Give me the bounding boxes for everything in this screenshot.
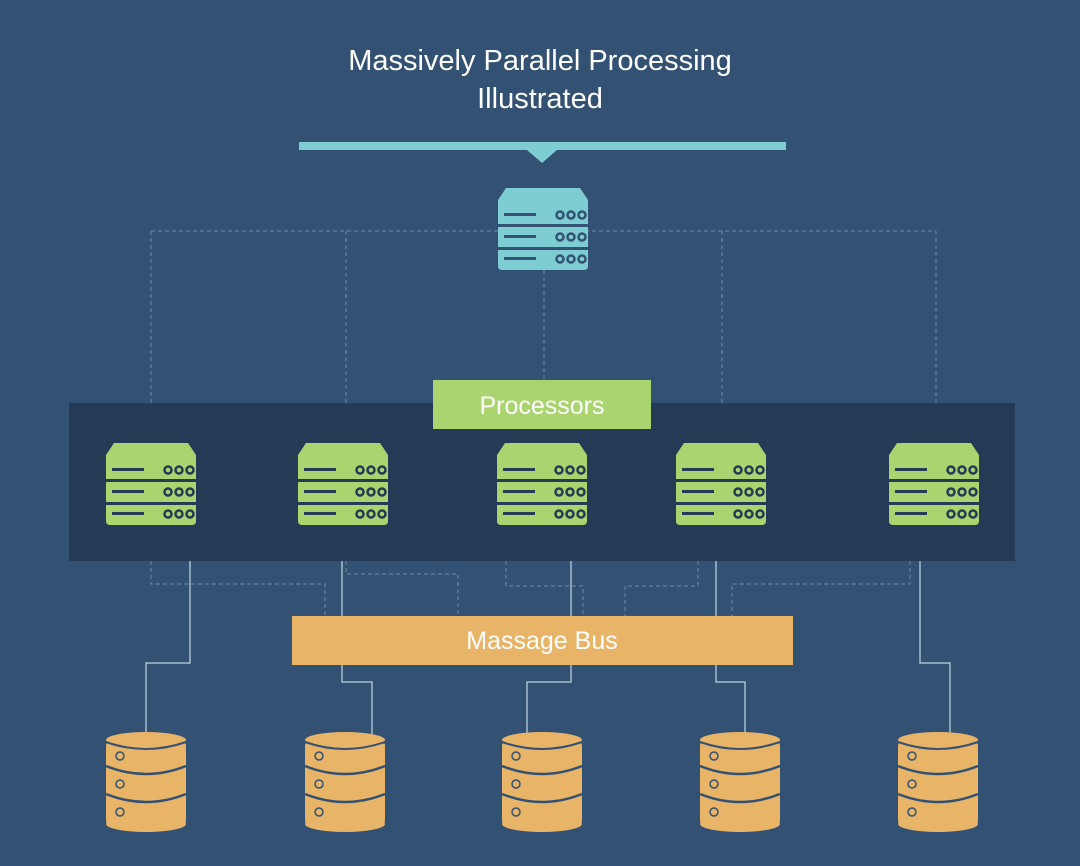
storage-database-icon [105,732,187,832]
processors-label: Processors [479,392,604,420]
processor-server-icon [298,443,388,525]
processor-server-icon [497,443,587,525]
storage-group [105,732,979,832]
storage-database-icon [501,732,583,832]
processor-server-icon [106,443,196,525]
message-bus-label: Massage Bus [466,627,617,655]
storage-database-icon [699,732,781,832]
master-server-icon [498,188,588,270]
bus-dashed-connectors [150,561,911,616]
message-bus-box [292,616,793,665]
storage-database-icon [897,732,979,832]
processor-server-icon [676,443,766,525]
page-title: Massively Parallel Processing Illustrate… [240,42,840,118]
processors-label-box [433,380,651,429]
storage-database-icon [304,732,386,832]
title-pointer [527,150,557,163]
processor-server-icon [889,443,979,525]
processor-group [106,443,979,525]
title-line-2: Illustrated [477,83,603,115]
title-line-1: Massively Parallel Processing [348,45,732,77]
title-underline [299,142,786,150]
